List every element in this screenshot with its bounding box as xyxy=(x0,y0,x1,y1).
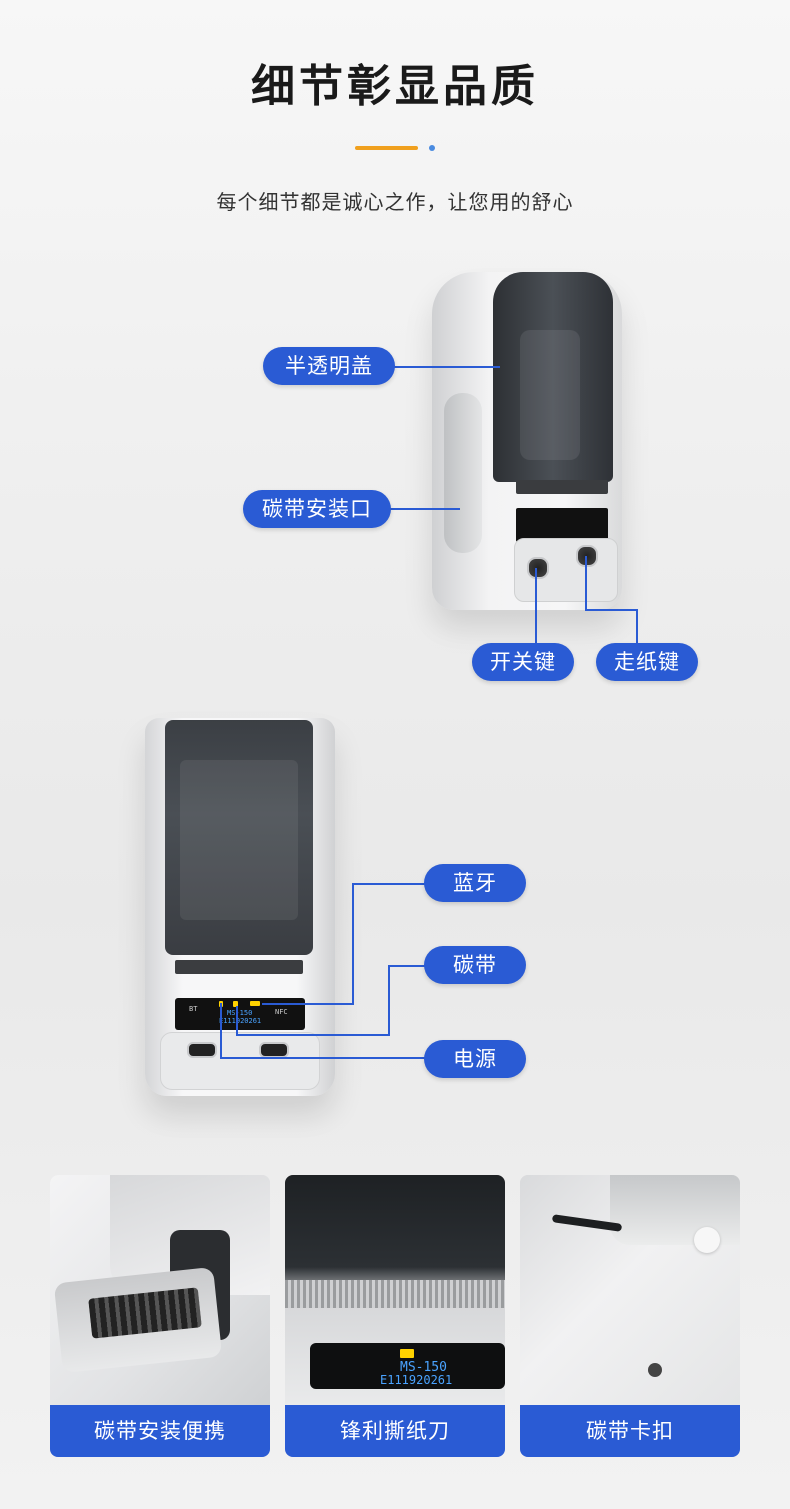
feed-button xyxy=(576,545,598,567)
card-screen: MS-150 E111920261 xyxy=(310,1343,505,1389)
translucent-lid xyxy=(165,720,313,955)
card-caption: 锋利撕纸刀 xyxy=(285,1405,505,1457)
page-subtitle: 每个细节都是诚心之作，让您用的舒心 xyxy=(216,190,574,214)
ribbon-status-icon xyxy=(233,1001,238,1007)
callout-line-ribbon-v2 xyxy=(236,1006,238,1035)
label-ribbon: 碳带 xyxy=(424,946,526,984)
callout-line-power-key xyxy=(535,568,537,645)
label-power-key: 开关键 xyxy=(472,643,574,681)
callout-line-feed-key-v2 xyxy=(636,609,638,645)
ribbon-port-cover xyxy=(444,393,482,553)
translucent-lid xyxy=(493,272,613,482)
screen-serial: E111920261 xyxy=(219,1017,262,1025)
card-ribbon-clip: 碳带卡扣 xyxy=(520,1175,740,1457)
callout-line-feed-key-v1 xyxy=(585,556,587,610)
card-image-ribbon-clip xyxy=(520,1175,740,1405)
paper-slot xyxy=(516,480,608,494)
callout-line-bluetooth-h xyxy=(352,883,426,885)
callout-line-power-v xyxy=(220,1003,222,1058)
power-button xyxy=(187,1042,217,1058)
callout-line-ribbon-port xyxy=(388,508,460,510)
lid-hinge xyxy=(610,1175,740,1245)
callout-line-ribbon-h2 xyxy=(236,1034,390,1036)
printer-screen xyxy=(516,508,608,542)
screen-nfc-text: NFC xyxy=(275,1008,288,1016)
card-tear-blade: MS-150 E111920261 锋利撕纸刀 xyxy=(285,1175,505,1457)
battery-icon xyxy=(400,1349,414,1358)
card-caption: 碳带安装便携 xyxy=(50,1405,270,1457)
label-bluetooth: 蓝牙 xyxy=(424,864,526,902)
screen-bt-text: BT xyxy=(189,1005,198,1013)
label-ribbon-port: 碳带安装口 xyxy=(243,490,391,528)
label-feed-key: 走纸键 xyxy=(596,643,698,681)
card-caption: 碳带卡扣 xyxy=(520,1405,740,1457)
battery-icon xyxy=(250,1001,260,1006)
callout-line-power-h xyxy=(220,1057,426,1059)
callout-line-ribbon-h xyxy=(388,965,426,967)
screw-hole xyxy=(648,1363,662,1377)
callout-line-bluetooth-v xyxy=(352,883,354,1004)
title-dot xyxy=(429,145,435,151)
lid-reflection xyxy=(520,330,580,460)
title-underline xyxy=(355,146,418,150)
card-image-ribbon-install xyxy=(50,1175,270,1405)
button-panel xyxy=(160,1032,320,1090)
power-button xyxy=(527,557,549,579)
lid-reflection xyxy=(180,760,298,920)
button-panel xyxy=(514,538,618,602)
callout-line-ribbon-v xyxy=(388,965,390,1035)
paper-slot xyxy=(175,960,303,974)
card-screen-serial: E111920261 xyxy=(380,1373,453,1387)
card-image-tear-blade: MS-150 E111920261 xyxy=(285,1175,505,1405)
feed-button xyxy=(259,1042,289,1058)
label-power: 电源 xyxy=(424,1040,526,1078)
card-screen-model: MS-150 xyxy=(400,1360,447,1375)
label-cover: 半透明盖 xyxy=(263,347,395,385)
tear-blade xyxy=(285,1280,505,1308)
card-ribbon-install: 碳带安装便携 xyxy=(50,1175,270,1457)
screen-model: MS-150 xyxy=(227,1009,253,1017)
callout-line-feed-key-h xyxy=(585,609,637,611)
page-title: 细节彰显品质 xyxy=(251,61,539,112)
callout-line-bluetooth-h2 xyxy=(262,1003,354,1005)
clip-knob xyxy=(694,1227,720,1253)
callout-line-cover xyxy=(390,366,500,368)
